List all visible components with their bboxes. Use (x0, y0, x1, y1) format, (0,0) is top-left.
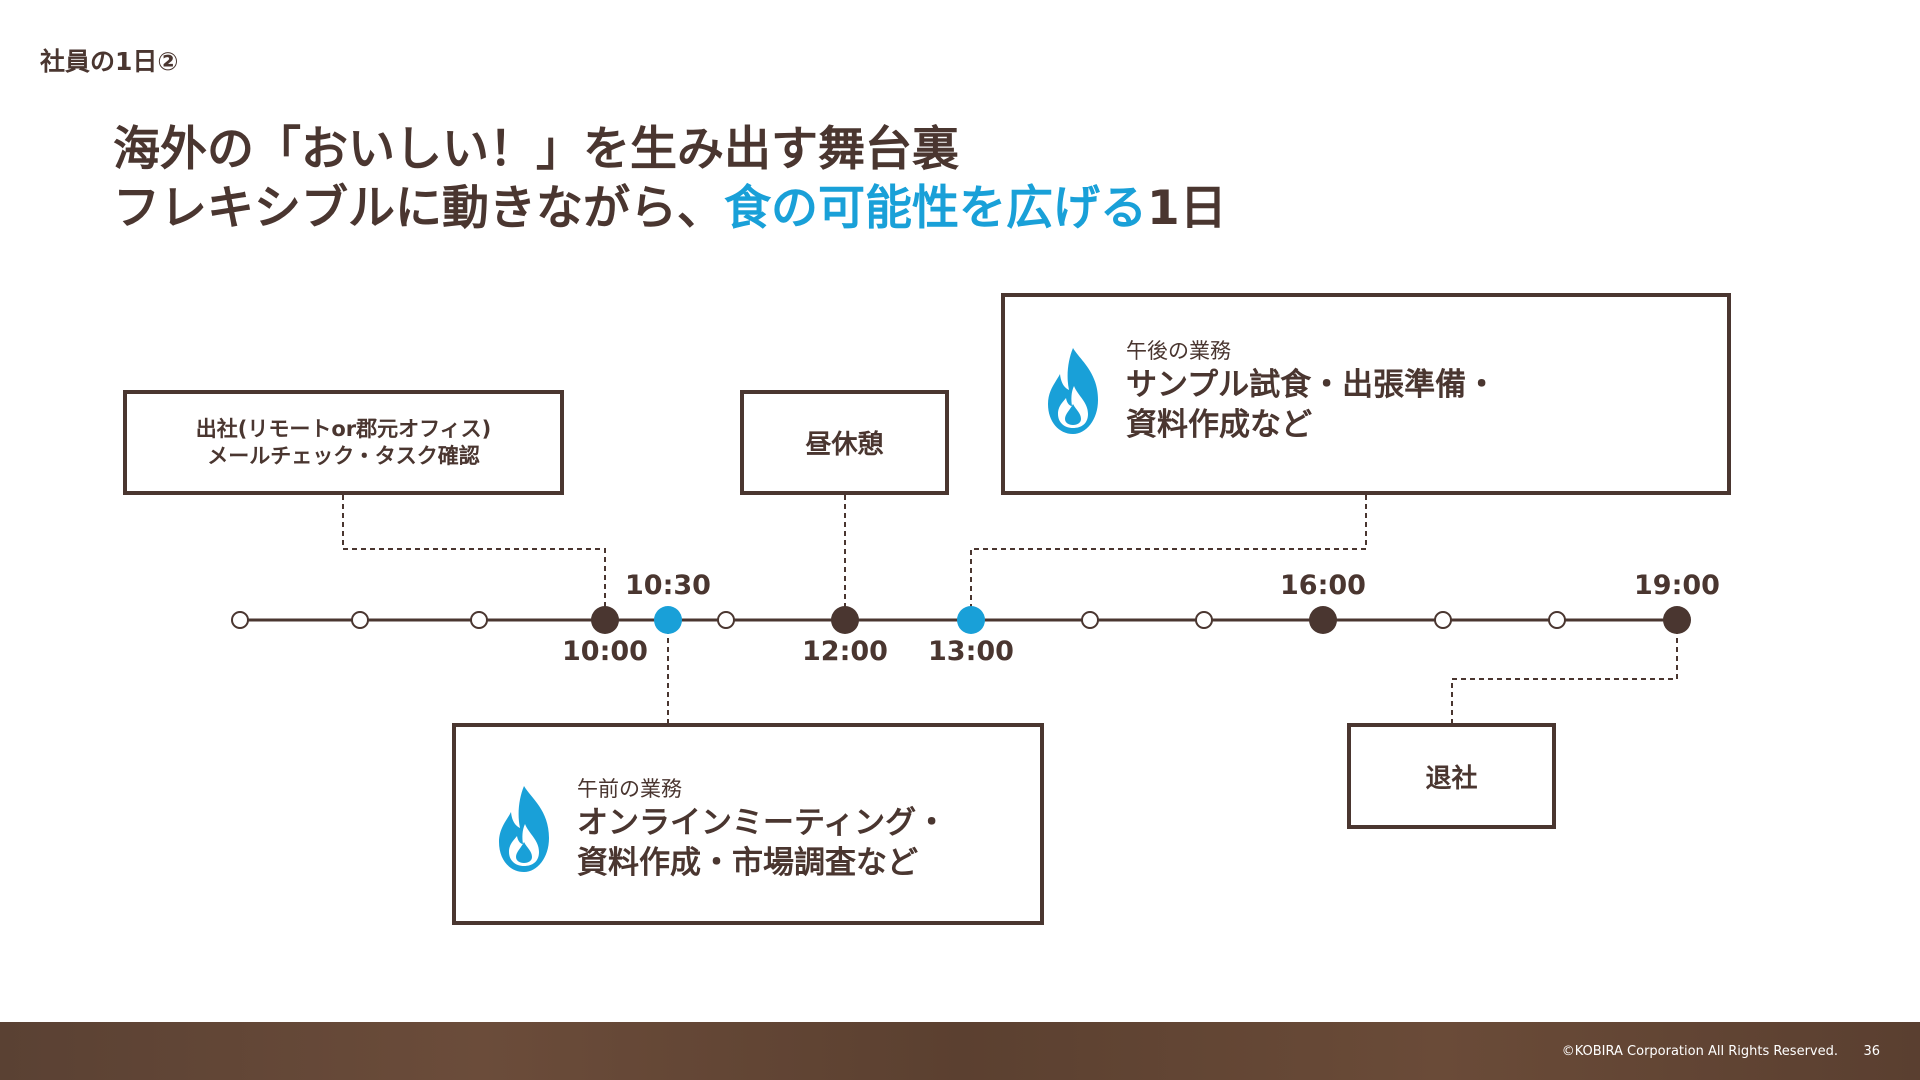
timeline-dot (470, 611, 488, 629)
afternoon-label: 午後の業務 (1126, 339, 1231, 363)
arrive-line-1: 出社(リモートor郡元オフィス) (195, 416, 492, 441)
morning-box: 午前の業務 オンラインミーティング・ 資料作成・市場調査など (452, 723, 1044, 925)
timeline-marker-1030 (654, 606, 682, 634)
timeline-marker-1900 (1663, 606, 1691, 634)
time-label-1030: 10:30 (625, 570, 711, 601)
leave-label: 退社 (1425, 763, 1478, 794)
timeline-dot (1081, 611, 1099, 629)
timeline-dot (717, 611, 735, 629)
connector-arrive (342, 495, 606, 620)
section-label: 社員の1日② (40, 47, 179, 76)
morning-label: 午前の業務 (577, 777, 682, 801)
time-label-1300: 13:00 (928, 636, 1014, 667)
timeline-dot (1195, 611, 1213, 629)
timeline-marker-1300 (957, 606, 985, 634)
afternoon-text: 午後の業務 サンプル試食・出張準備・ 資料作成など (1126, 337, 1497, 445)
flame-icon (1048, 348, 1098, 434)
morning-line-1: オンラインミーティング・ (577, 805, 948, 841)
title-line-2-pre: フレキシブルに動きながら、 (113, 181, 724, 236)
morning-task: 午前の業務 オンラインミーティング・ 資料作成・市場調査など (495, 775, 947, 883)
timeline-dot (1548, 611, 1566, 629)
time-label-1000: 10:00 (562, 636, 648, 667)
leave-box: 退社 (1347, 723, 1556, 829)
timeline-marker-1600 (1309, 606, 1337, 634)
page-title: 海外の「おいしい！」を生み出す舞台裏 フレキシブルに動きながら、食の可能性を広げ… (113, 120, 1227, 238)
afternoon-box: 午後の業務 サンプル試食・出張準備・ 資料作成など (1001, 293, 1731, 495)
timeline-marker-1000 (591, 606, 619, 634)
connector-afternoon (970, 495, 1367, 620)
timeline-dot (231, 611, 249, 629)
title-line-1: 海外の「おいしい！」を生み出す舞台裏 (113, 122, 959, 177)
connector-leave (1451, 620, 1678, 723)
page-number: 36 (1863, 1044, 1880, 1059)
title-highlight: 食の可能性を広げる (724, 181, 1147, 236)
afternoon-task: 午後の業務 サンプル試食・出張準備・ 資料作成など (1044, 337, 1497, 445)
time-label-1900: 19:00 (1634, 570, 1720, 601)
title-line-2-post: 1日 (1147, 181, 1227, 236)
timeline-marker-1200 (831, 606, 859, 634)
flame-icon (499, 786, 549, 872)
morning-line-2: 資料作成・市場調査など (577, 845, 918, 881)
time-label-1600: 16:00 (1280, 570, 1366, 601)
time-label-1200: 12:00 (802, 636, 888, 667)
copyright: ©KOBIRA Corporation All Rights Reserved. (1561, 1044, 1838, 1059)
arrive-line-2: メールチェック・タスク確認 (207, 443, 480, 468)
arrive-box: 出社(リモートor郡元オフィス) メールチェック・タスク確認 (123, 390, 564, 495)
morning-text: 午前の業務 オンラインミーティング・ 資料作成・市場調査など (577, 775, 947, 883)
footer-bar: ©KOBIRA Corporation All Rights Reserved.… (0, 1022, 1920, 1080)
timeline-dot (1434, 611, 1452, 629)
afternoon-line-1: サンプル試食・出張準備・ (1126, 367, 1498, 403)
timeline-dot (351, 611, 369, 629)
lunch-label: 昼休憩 (805, 430, 884, 460)
afternoon-line-2: 資料作成など (1126, 407, 1312, 443)
lunch-box: 昼休憩 (740, 390, 949, 495)
title-line-2: フレキシブルに動きながら、食の可能性を広げる1日 (113, 179, 1227, 238)
